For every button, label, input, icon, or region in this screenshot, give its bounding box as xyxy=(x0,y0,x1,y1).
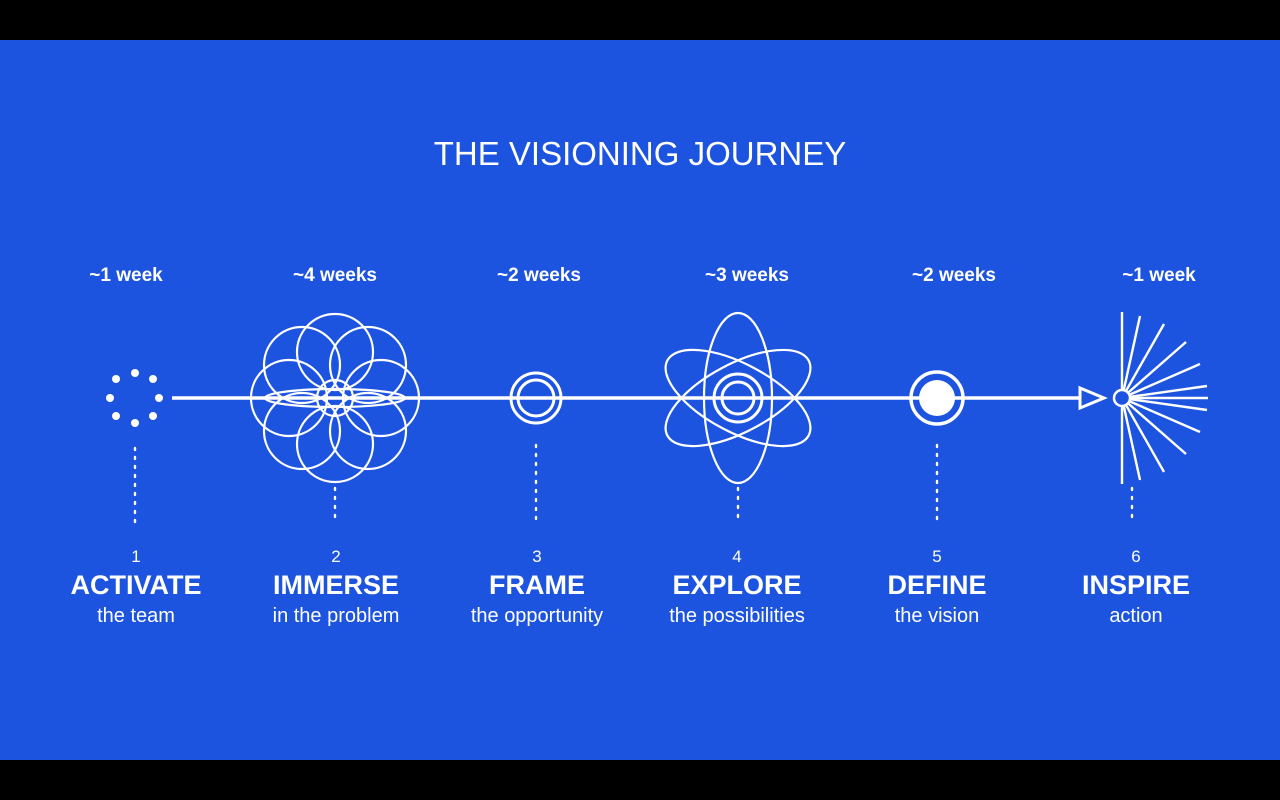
step-subtitle: in the problem xyxy=(273,605,400,627)
step-number: 5 xyxy=(932,547,941,566)
step-subtitle: the opportunity xyxy=(471,605,603,627)
step-name: FRAME xyxy=(489,570,585,600)
step-number: 4 xyxy=(732,547,741,566)
step-name: IMMERSE xyxy=(273,570,399,600)
step-name: EXPLORE xyxy=(672,570,801,600)
atom-orbits-icon xyxy=(664,311,812,485)
double-ring-icon xyxy=(509,371,563,425)
slide: THE VISIONING JOURNEY xyxy=(0,40,1280,760)
step-name: DEFINE xyxy=(887,570,986,600)
filled-target-icon xyxy=(909,370,965,426)
step-number: 3 xyxy=(532,547,541,566)
step-duration: ~3 weeks xyxy=(705,265,789,286)
step-duration: ~2 weeks xyxy=(497,265,581,286)
step-number: 2 xyxy=(331,547,340,566)
page-title: THE VISIONING JOURNEY xyxy=(433,135,847,172)
step-subtitle: the team xyxy=(97,605,175,627)
step-subtitle: action xyxy=(1109,605,1162,627)
letterbox-bottom xyxy=(0,760,1280,800)
step-subtitle: the vision xyxy=(895,605,980,627)
step-duration: ~1 week xyxy=(1122,265,1196,286)
step-name: ACTIVATE xyxy=(71,570,202,600)
dots-ring-icon xyxy=(106,369,163,427)
step-name: INSPIRE xyxy=(1082,570,1190,600)
letterbox-top xyxy=(0,0,1280,40)
step-duration: ~4 weeks xyxy=(293,265,377,286)
journey-diagram: ~1 week ~4 weeks ~2 weeks ~3 weeks ~2 we… xyxy=(71,265,1208,627)
overlapping-circles-icon xyxy=(249,312,421,484)
step-duration: ~1 week xyxy=(89,265,163,286)
step-number: 1 xyxy=(131,547,140,566)
step-number: 6 xyxy=(1131,547,1140,566)
step-subtitle: the possibilities xyxy=(669,605,805,627)
burst-rays-icon xyxy=(1112,312,1208,484)
timeline-arrowhead-icon xyxy=(1078,385,1108,411)
step-duration: ~2 weeks xyxy=(912,265,996,286)
